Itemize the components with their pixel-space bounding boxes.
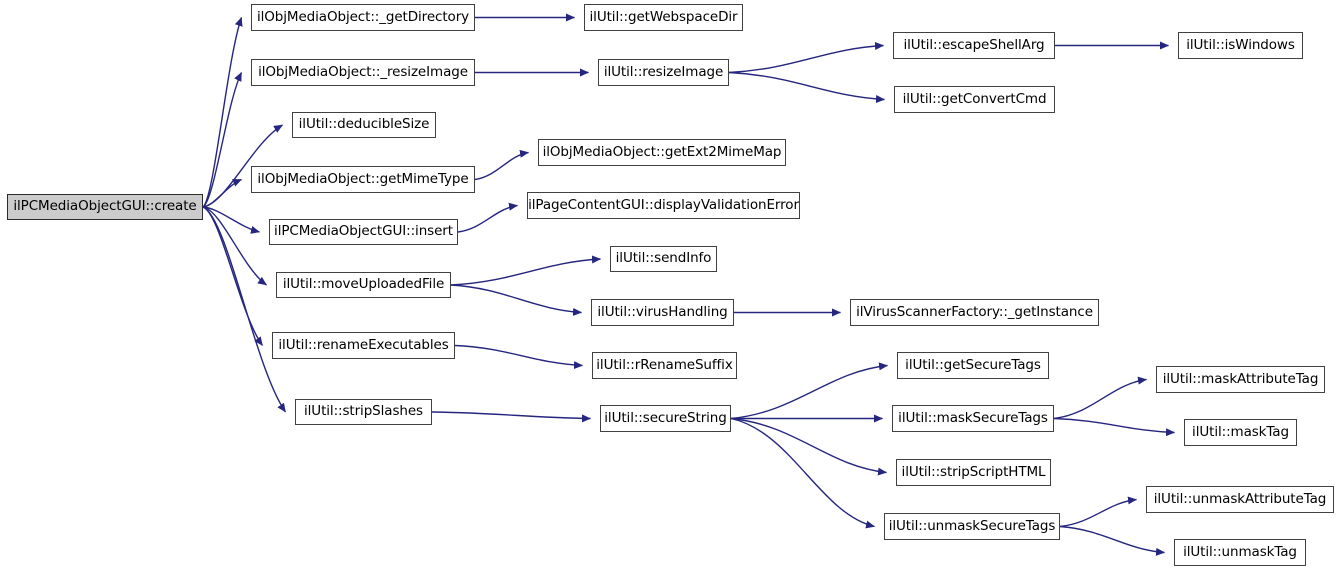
graph-node-label: ilUtil::renameExecutables [278,336,449,353]
graph-node-getWebspaceDir[interactable]: ilUtil::getWebspaceDir [584,4,743,31]
graph-node-label: ilPCMediaObjectGUI::create [13,198,197,215]
graph-node-label: ilObjMediaObject::_resizeImage [258,63,468,80]
graph-edge-create-to-insert [202,206,260,234]
graph-node-maskAttributeTag[interactable]: ilUtil::maskAttributeTag [1156,366,1325,393]
graph-edge-resizeImage-to-escapeShellArg [728,41,884,74]
graph-node-sendInfo[interactable]: ilUtil::sendInfo [610,246,717,272]
graph-node-label: ilPageContentGUI::displayValidationError [528,196,799,213]
graph-node-getMimeType[interactable]: ilObjMediaObject::getMimeType [251,166,475,193]
graph-edge-stripSlashes-to-secureString [431,411,591,423]
graph-node-label: ilObjMediaObject::_getDirectory [256,8,470,25]
graph-node-displayValidationError[interactable]: ilPageContentGUI::displayValidationError [527,192,800,219]
graph-node-unmaskTag[interactable]: ilUtil::unmaskTag [1174,539,1306,566]
graph-edge-renameExecutables-to-rRenameSuffix [454,344,583,370]
graph-node-maskTag[interactable]: ilUtil::maskTag [1184,419,1297,446]
graph-edge-moveUploadedFile-to-virusHandling [450,284,582,316]
graph-node-label: ilUtil::deducibleSize [298,116,430,133]
graph-edge-secureString-to-getSecureTags [730,362,888,420]
graph-node-rRenameSuffix[interactable]: ilUtil::rRenameSuffix [592,352,737,379]
graph-node-label: ilUtil::escapeShellArg [903,36,1045,53]
graph-node-label: ilVirusScannerFactory::_getInstance [856,303,1093,320]
graph-node-escapeShellArg[interactable]: ilUtil::escapeShellArg [893,32,1055,59]
graph-node-unmaskAttributeTag[interactable]: ilUtil::unmaskAttributeTag [1146,486,1334,513]
graph-edge-unmaskSecureTags-to-unmaskTag [1059,525,1165,556]
graph-node-label: ilObjMediaObject::getMimeType [257,170,469,187]
graph-node-secureString[interactable]: ilUtil::secureString [600,405,731,432]
graph-node-isWindows[interactable]: ilUtil::isWindows [1178,32,1303,59]
graph-edge-secureString-to-stripScriptHTML [730,417,887,476]
graph-node-moveUploadedFile[interactable]: ilUtil::moveUploadedFile [276,272,451,298]
graph-edge-moveUploadedFile-to-sendInfo [450,255,601,286]
graph-edge-create-to-resizeImage_obj [202,72,243,208]
graph-node-label: ilUtil::stripScriptHTML [901,463,1046,480]
graph-edge-maskSecureTags-to-maskAttributeTag [1053,376,1147,420]
graph-edge-maskSecureTags-to-maskTag [1053,417,1175,437]
graph-node-getDirectory[interactable]: ilObjMediaObject::_getDirectory [251,4,475,31]
graph-node-label: ilUtil::getSecureTags [905,356,1041,373]
graph-node-resizeImage[interactable]: ilUtil::resizeImage [598,59,729,86]
graph-node-label: ilPCMediaObjectGUI::insert [274,223,453,240]
graph-edge-create-to-renameExecutables [202,206,264,346]
graph-node-label: ilUtil::stripSlashes [304,403,423,420]
graph-node-label: ilUtil::moveUploadedFile [282,276,445,293]
graph-node-label: ilUtil::maskAttributeTag [1162,370,1319,387]
graph-node-label: ilUtil::virusHandling [597,303,728,320]
graph-node-renameExecutables[interactable]: ilUtil::renameExecutables [272,332,455,359]
graph-node-unmaskSecureTags[interactable]: ilUtil::unmaskSecureTags [884,513,1060,540]
graph-node-label: ilUtil::unmaskSecureTags [888,517,1056,534]
graph-node-getExt2MimeMap[interactable]: ilObjMediaObject::getExt2MimeMap [538,139,786,166]
graph-edge-insert-to-displayValidationError [457,202,518,233]
graph-node-label: ilUtil::isWindows [1186,36,1295,53]
graph-edge-secureString-to-unmaskSecureTags [730,417,875,529]
graph-node-label: ilUtil::maskTag [1192,423,1289,440]
graph-node-getInstance[interactable]: ilVirusScannerFactory::_getInstance [850,299,1099,326]
graph-node-deducibleSize[interactable]: ilUtil::deducibleSize [292,112,436,138]
graph-edge-resizeImage-to-getConvertCmd [728,71,885,104]
graph-node-label: ilUtil::sendInfo [615,250,712,267]
graph-node-label: ilUtil::getConvertCmd [902,90,1047,107]
graph-node-insert[interactable]: ilPCMediaObjectGUI::insert [269,219,458,245]
graph-edge-create-to-moveUploadedFile [202,206,267,286]
graph-edge-create-to-getDirectory [202,17,243,208]
graph-node-getSecureTags[interactable]: ilUtil::getSecureTags [897,352,1049,379]
graph-node-virusHandling[interactable]: ilUtil::virusHandling [591,299,734,326]
graph-node-label: ilUtil::secureString [604,409,727,426]
graph-node-resizeImage_obj[interactable]: ilObjMediaObject::_resizeImage [251,59,475,86]
graph-node-create[interactable]: ilPCMediaObjectGUI::create [7,194,203,220]
graph-node-label: ilObjMediaObject::getExt2MimeMap [542,143,782,160]
graph-edge-create-to-getMimeType [202,178,242,208]
graph-node-label: ilUtil::unmaskAttributeTag [1153,490,1327,507]
graph-node-stripSlashes[interactable]: ilUtil::stripSlashes [295,399,432,425]
graph-edge-getMimeType-to-getExt2MimeMap [474,149,529,181]
graph-node-maskSecureTags[interactable]: ilUtil::maskSecureTags [892,405,1054,432]
graph-node-label: ilUtil::maskSecureTags [898,409,1048,426]
graph-node-label: ilUtil::resizeImage [603,63,724,80]
graph-edge-unmaskSecureTags-to-unmaskAttributeTag [1059,496,1137,528]
graph-node-label: ilUtil::getWebspaceDir [589,8,738,25]
graph-node-label: ilUtil::unmaskTag [1183,543,1297,560]
graph-node-stripScriptHTML[interactable]: ilUtil::stripScriptHTML [896,459,1051,486]
graph-node-label: ilUtil::rRenameSuffix [596,356,733,373]
graph-node-getConvertCmd[interactable]: ilUtil::getConvertCmd [894,86,1055,113]
